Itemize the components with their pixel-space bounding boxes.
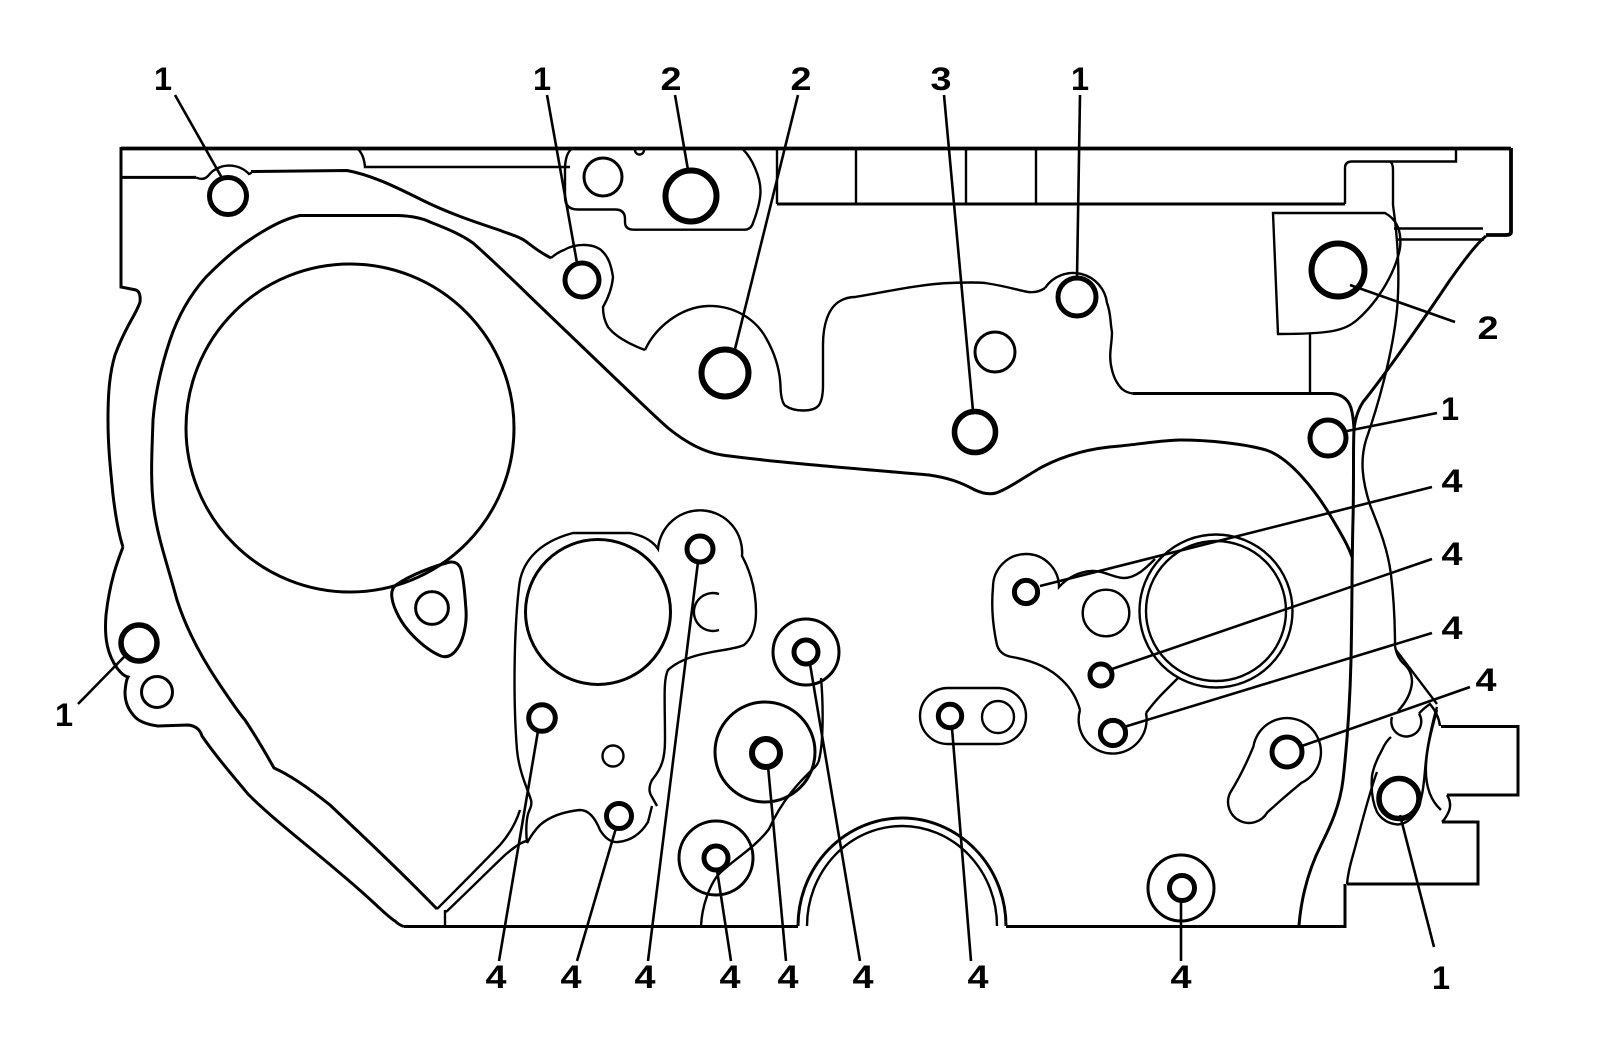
svg-text:2: 2 [661, 61, 682, 97]
svg-text:4: 4 [486, 959, 507, 995]
svg-text:4: 4 [720, 959, 741, 995]
svg-text:3: 3 [931, 61, 952, 97]
svg-text:4: 4 [635, 959, 656, 995]
svg-text:1: 1 [154, 61, 172, 97]
svg-text:4: 4 [1171, 959, 1192, 995]
svg-text:4: 4 [1476, 662, 1497, 698]
svg-text:1: 1 [533, 61, 551, 97]
svg-text:4: 4 [1442, 463, 1463, 499]
svg-text:1: 1 [1432, 960, 1450, 996]
svg-text:1: 1 [55, 697, 73, 733]
svg-text:4: 4 [1442, 536, 1463, 572]
svg-text:1: 1 [1441, 391, 1459, 427]
svg-text:2: 2 [1478, 310, 1499, 346]
svg-text:4: 4 [853, 959, 874, 995]
svg-text:4: 4 [1442, 610, 1463, 646]
svg-text:2: 2 [791, 61, 812, 97]
svg-text:1: 1 [1071, 61, 1089, 97]
svg-text:4: 4 [968, 959, 989, 995]
svg-text:4: 4 [778, 959, 799, 995]
svg-text:4: 4 [561, 959, 582, 995]
